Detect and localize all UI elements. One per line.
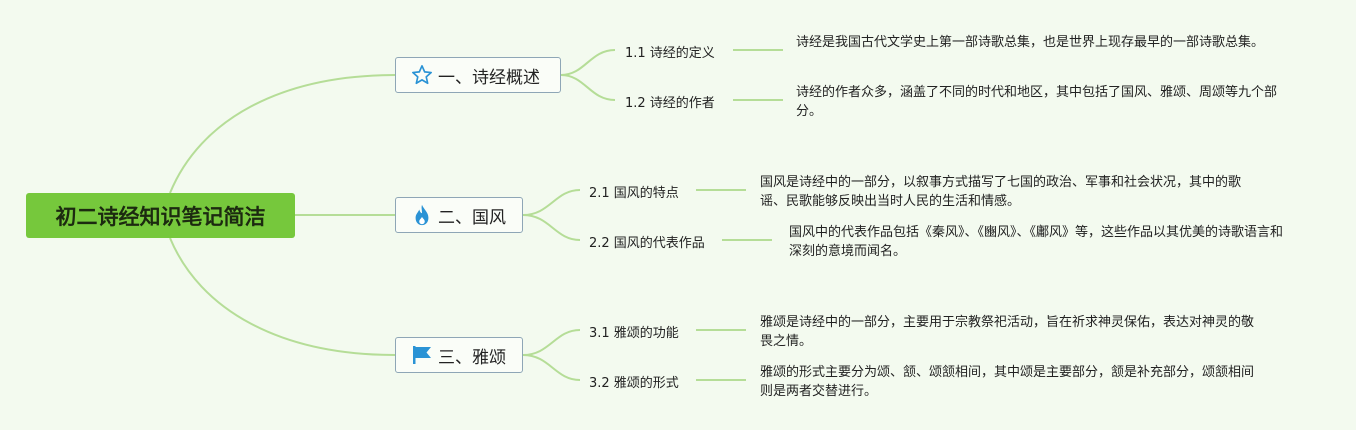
leaf-note-3-2[interactable]: 雅颂的形式主要分为颂、颔、颂颔相间，其中颂是主要部分，颔是补充部分，颂颔相间则是… <box>760 365 1255 399</box>
fire-icon <box>410 203 434 227</box>
flag-icon <box>410 343 434 367</box>
branch-topic-guofeng[interactable]: 二、国风 <box>395 197 523 233</box>
b3-link-2 <box>522 354 581 381</box>
leaf-note-3-1[interactable]: 雅颂是诗经中的一部分，主要用于宗教祭祀活动，旨在祈求神灵保佑，表达对神灵的敬畏之… <box>760 315 1255 349</box>
root-link-1 <box>169 74 396 194</box>
branch-label: 三、雅颂 <box>438 347 506 368</box>
branch-label: 一、诗经概述 <box>438 67 540 88</box>
branch-label: 二、国风 <box>438 207 506 228</box>
root-topic[interactable]: 初二诗经知识笔记简洁 <box>26 193 295 238</box>
branch-topic-yasong[interactable]: 三、雅颂 <box>395 337 523 373</box>
subtopic-3-2[interactable]: 3.2 雅颂的形式 <box>589 376 679 391</box>
branch-topic-overview[interactable]: 一、诗经概述 <box>395 57 561 93</box>
b3-link-1 <box>522 329 581 356</box>
leaf-note-2-1[interactable]: 国风是诗经中的一部分，以叙事方式描写了七国的政治、军事和社会状况，其中的歌谣、民… <box>760 175 1242 209</box>
subtopic-2-2[interactable]: 2.2 国风的代表作品 <box>589 236 705 251</box>
b1-link-2 <box>560 74 616 101</box>
root-title: 初二诗经知识笔记简洁 <box>55 204 266 229</box>
root-link-3 <box>169 237 396 356</box>
star-icon <box>410 63 434 87</box>
leaf-note-1-2[interactable]: 诗经的作者众多，涵盖了不同的时代和地区，其中包括了国风、雅颂、周颂等九个部分。 <box>796 85 1278 119</box>
b2-link-1 <box>522 189 581 216</box>
b2-link-2 <box>522 214 581 241</box>
leaf-note-2-2[interactable]: 国风中的代表作品包括《秦风》、《豳风》、《鄘风》等，这些作品以其优美的诗歌语言和… <box>789 225 1284 259</box>
subtopic-3-1[interactable]: 3.1 雅颂的功能 <box>589 326 679 341</box>
leaf-note-1-1[interactable]: 诗经是我国古代文学史上第一部诗歌总集，也是世界上现存最早的一部诗歌总集。 <box>796 35 1265 50</box>
subtopic-2-1[interactable]: 2.1 国风的特点 <box>589 186 679 201</box>
subtopic-1-2[interactable]: 1.2 诗经的作者 <box>625 96 715 111</box>
subtopic-1-1[interactable]: 1.1 诗经的定义 <box>625 46 715 61</box>
b1-link-1 <box>560 49 616 76</box>
